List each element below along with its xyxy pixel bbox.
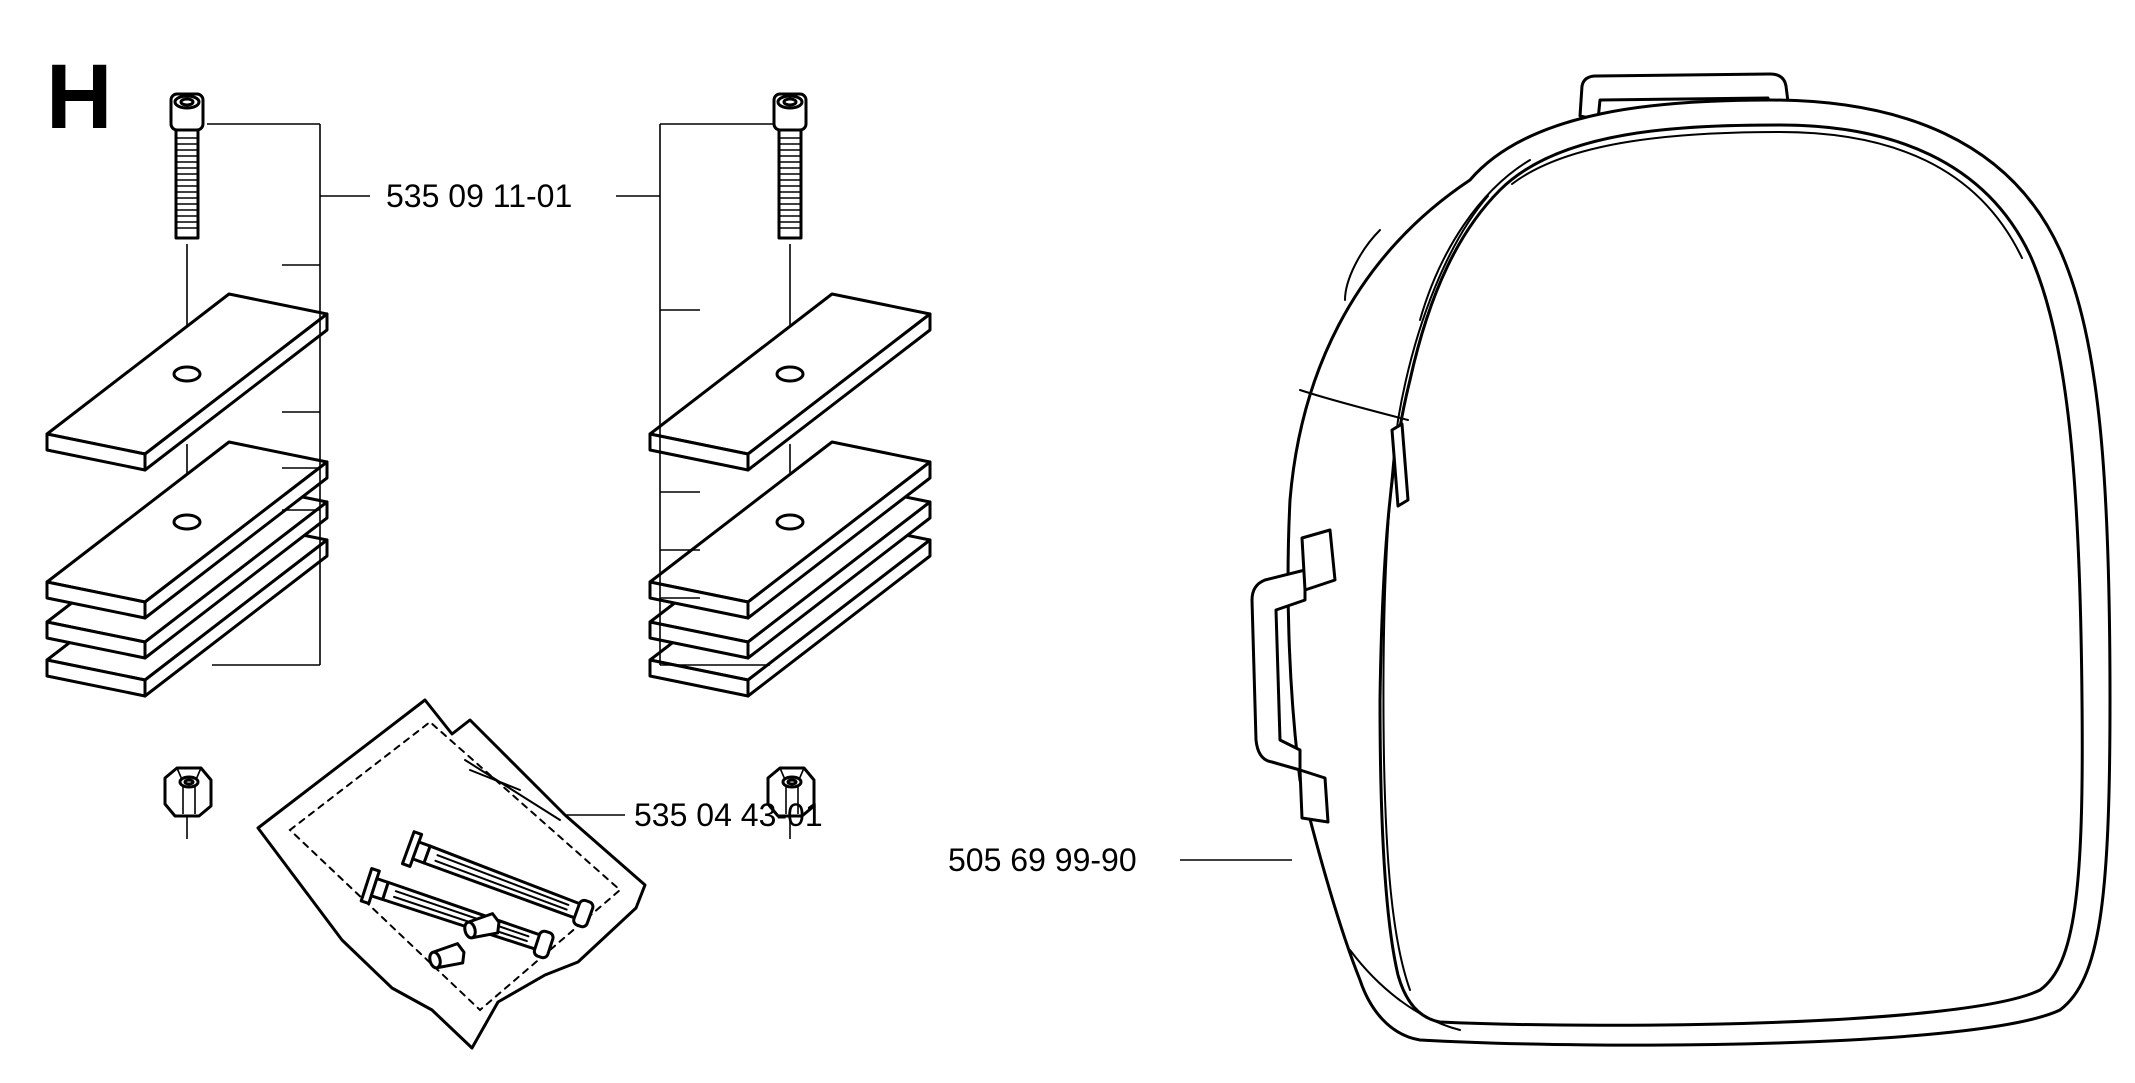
backpack-illustration	[1250, 72, 2112, 1047]
right-stack-leader	[659, 123, 775, 666]
wall-plug-bag-illustration	[256, 698, 647, 1050]
left-stack-illustration	[47, 94, 327, 839]
right-stack-illustration	[650, 94, 930, 839]
section-letter: H	[46, 46, 112, 148]
left-stack-leader	[207, 123, 370, 666]
part-number-label: 535 09 11-01	[386, 178, 572, 214]
part-number-label: 505 69 99-90	[948, 842, 1137, 878]
part-number-label: 535 04 43-01	[634, 797, 823, 833]
